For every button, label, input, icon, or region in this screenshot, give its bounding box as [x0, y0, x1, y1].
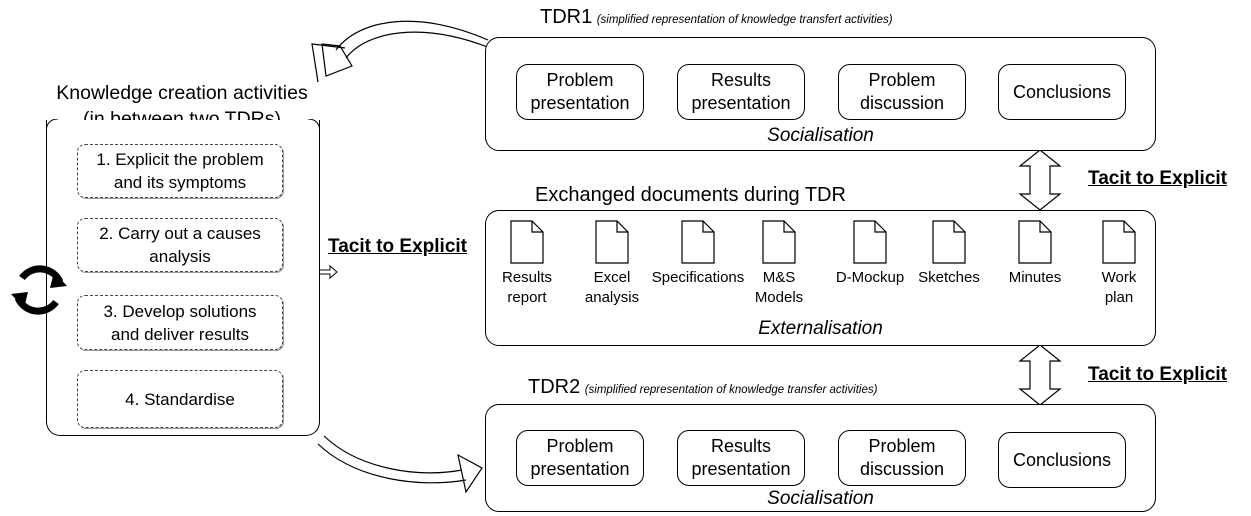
tdr1-header: TDR1 (simplified representation of knowl… — [540, 6, 893, 29]
document-icon — [1102, 220, 1136, 264]
transition-label-middle: Tacit to Explicit — [328, 236, 468, 257]
tdr2-activity-4: Conclusions — [998, 432, 1126, 488]
left-panel-title-line1: Knowledge creation activities — [56, 82, 308, 104]
step-1: 1. Explicit the problem and its symptoms — [77, 144, 283, 198]
tdr2-activity-2: Results presentation — [677, 430, 805, 486]
document-item-4: M&S Models — [744, 220, 814, 308]
tdr1-activity-4: Conclusions — [998, 64, 1126, 120]
tdr1-title: TDR1 — [540, 6, 593, 28]
tdr1-label: Socialisation — [767, 125, 874, 146]
document-label: Sketches — [918, 269, 980, 286]
step-2: 2. Carry out a causes analysis — [77, 218, 283, 272]
document-icon — [595, 220, 629, 264]
tdr1-activity-2: Results presentation — [677, 64, 805, 120]
tdr2-note: (simplified representation of knowledge … — [584, 384, 878, 396]
curved-arrow-icon — [311, 20, 491, 83]
tdr2-title: TDR2 — [528, 376, 581, 398]
panel-top-corners — [46, 119, 320, 133]
document-item-2: Excel analysis — [577, 220, 647, 308]
tdr2-activity-1: Problem presentation — [516, 430, 644, 486]
document-label: Minutes — [1008, 269, 1062, 286]
documents-label: Externalisation — [758, 318, 883, 339]
document-label: D-Mockup — [835, 269, 905, 286]
document-item-6: Sketches — [914, 220, 984, 288]
document-label: M&S Models — [754, 269, 804, 306]
step-4: 4. Standardise — [77, 370, 283, 428]
double-arrow-icon — [1018, 149, 1062, 211]
document-icon — [510, 220, 544, 264]
tdr1-activity-1: Problem presentation — [516, 64, 644, 120]
refresh-cycle-icon — [11, 265, 67, 315]
document-item-1: Results report — [492, 220, 562, 308]
transition-label-bottom-right: Tacit to Explicit — [1088, 364, 1228, 385]
curved-arrow-icon — [317, 435, 483, 494]
documents-title: Exchanged documents during TDR — [535, 184, 846, 206]
document-item-7: Minutes — [1000, 220, 1070, 288]
document-icon — [762, 220, 796, 264]
tdr2-activity-3: Problem discussion — [838, 430, 966, 486]
transition-label-top-right: Tacit to Explicit — [1088, 168, 1228, 189]
tdr1-note: (simplified representation of knowledge … — [596, 14, 893, 26]
document-label: Specifications — [651, 269, 745, 286]
document-item-3: Specifications — [648, 220, 748, 288]
document-label: Excel analysis — [584, 269, 640, 306]
tdr1-activity-3: Problem discussion — [838, 64, 966, 120]
double-arrow-icon — [1018, 344, 1062, 406]
document-item-5: D-Mockup — [825, 220, 915, 288]
document-icon — [853, 220, 887, 264]
tdr2-label: Socialisation — [767, 488, 874, 509]
step-3: 3. Develop solutions and deliver results — [77, 295, 283, 350]
tdr2-header: TDR2 (simplified representation of knowl… — [528, 376, 877, 399]
document-icon — [681, 220, 715, 264]
document-icon — [932, 220, 966, 264]
document-label: Results report — [501, 269, 553, 306]
document-item-8: Work plan — [1084, 220, 1154, 308]
document-label: Work plan — [1101, 269, 1137, 306]
document-icon — [1018, 220, 1052, 264]
